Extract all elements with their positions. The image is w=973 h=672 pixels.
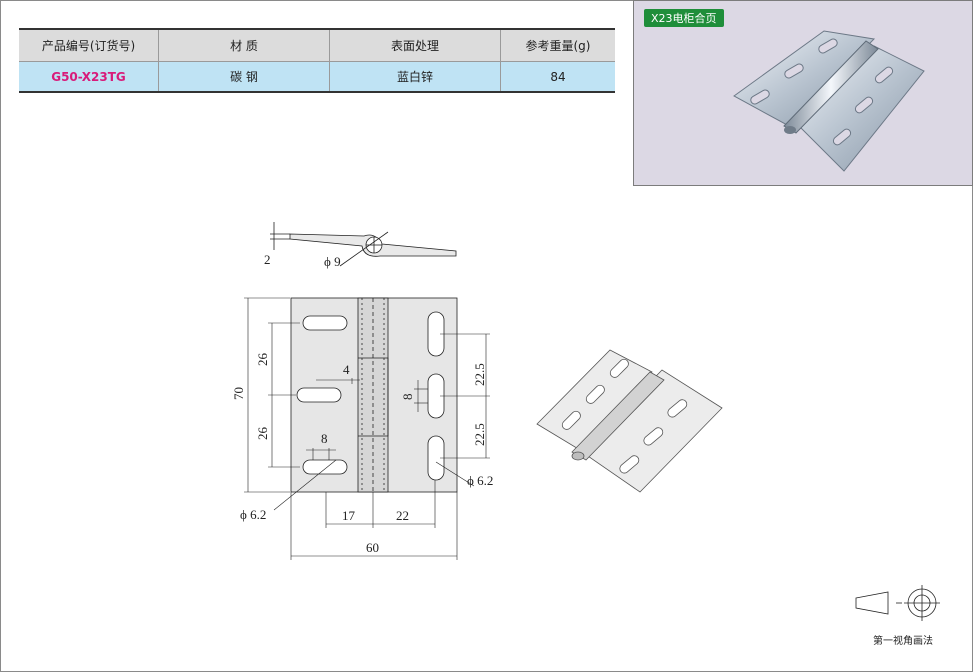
dim-gap: 4 <box>343 362 350 377</box>
dim-slot-width: 8 <box>321 431 328 446</box>
front-view <box>244 297 490 560</box>
dim-offset-left: 17 <box>342 508 356 523</box>
dim-width: 60 <box>366 540 379 555</box>
isometric-view <box>536 349 723 493</box>
first-angle-symbol <box>855 585 940 621</box>
dim-thickness: 2 <box>264 252 271 267</box>
header-code: 产品编号(订货号) <box>19 28 159 62</box>
dim-hole-left: ϕ 6.2 <box>240 507 266 522</box>
dim-height: 70 <box>231 387 246 400</box>
header-material: 材 质 <box>158 28 330 62</box>
spec-table: 产品编号(订货号) 材 质 表面处理 参考重量(g) G50-X23TG 碳 钢… <box>19 28 615 93</box>
cell-weight: 84 <box>500 61 615 93</box>
dim-pitch-right-bottom: 22.5 <box>472 423 487 446</box>
cell-surface: 蓝白锌 <box>329 61 501 93</box>
spec-data-row: G50-X23TG 碳 钢 蓝白锌 84 <box>19 61 615 93</box>
dim-pin-dia: ϕ 9 <box>324 254 341 269</box>
dim-offset-right: 22 <box>396 508 409 523</box>
projection-caption: 第一视角画法 <box>873 636 933 647</box>
cell-material: 碳 钢 <box>158 61 330 93</box>
dim-hole-right: ϕ 6.2 <box>467 473 493 488</box>
cell-code: G50-X23TG <box>19 61 159 93</box>
dim-pitch-left-top: 26 <box>255 353 270 367</box>
dim-pitch-right-top: 22.5 <box>472 363 487 386</box>
spec-header-row: 产品编号(订货号) 材 质 表面处理 参考重量(g) <box>19 28 615 62</box>
header-weight: 参考重量(g) <box>500 28 615 62</box>
dim-slot-width-right: 8 <box>400 394 415 401</box>
product-photo: X23电柜合页 <box>633 0 973 186</box>
hinge-photo-illustration <box>733 30 925 172</box>
photo-tag: X23电柜合页 <box>644 9 724 27</box>
header-surface: 表面处理 <box>329 28 501 62</box>
side-view <box>270 222 457 267</box>
dim-pitch-left-bottom: 26 <box>255 427 270 441</box>
